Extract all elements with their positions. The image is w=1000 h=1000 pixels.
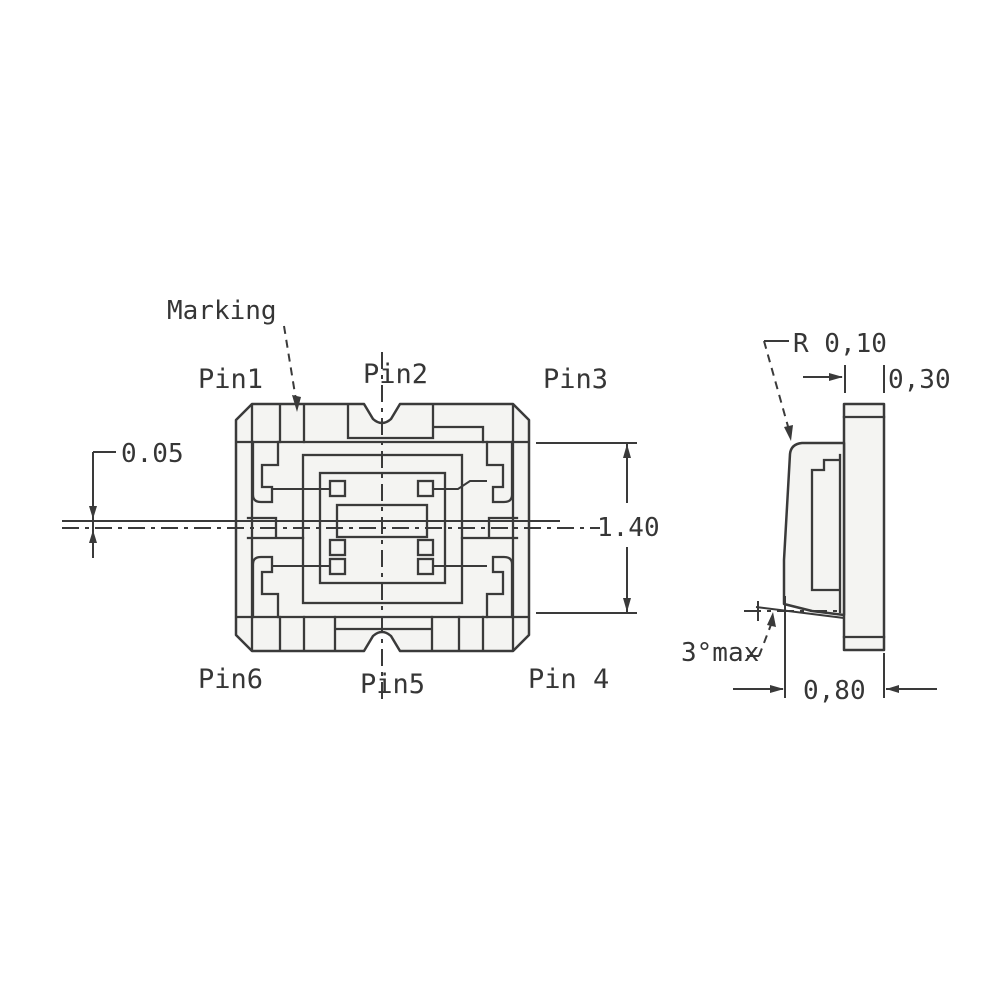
- dim-005-arrow-down: [89, 506, 97, 519]
- bottom-terminal-band: [278, 615, 485, 652]
- leadframe-finger-bottom-left: [251, 555, 280, 619]
- side-body-caps: [842, 415, 886, 639]
- leadframe-finger-bottom-right: [485, 555, 514, 619]
- marking-arrow: [292, 395, 301, 412]
- angle-text: 3°max: [681, 638, 759, 668]
- radius-arrow: [784, 425, 793, 441]
- bond-wires: [272, 480, 487, 567]
- side-view: 3°max R 0,10 0,30 0,80: [681, 329, 951, 706]
- dim-080-arrow-left: [886, 685, 899, 693]
- marking-callout: Marking: [167, 296, 301, 412]
- dim-005-arrow-up: [89, 530, 97, 543]
- pin4-label: Pin 4: [528, 664, 609, 695]
- pin1-label: Pin1: [198, 364, 263, 395]
- top-terminal-band: [278, 403, 485, 444]
- marking-leader-line: [283, 325, 297, 401]
- pin2-label: Pin2: [363, 359, 428, 390]
- radius-text: R 0,10: [793, 329, 887, 359]
- dimension-overall-thickness: 0,80: [733, 596, 937, 706]
- side-tab-right: [460, 516, 519, 540]
- lead-angle-callout: 3°max: [681, 612, 776, 668]
- bond-pad-mid-right: [416, 538, 435, 557]
- radius-leader-line: [763, 340, 790, 431]
- pin6-label: Pin6: [198, 664, 263, 695]
- marking-label: Marking: [167, 296, 277, 326]
- side-lead-details: [810, 453, 842, 614]
- dim-080-arrow-right: [770, 685, 784, 693]
- dimension-body-width: 1.40: [536, 442, 660, 614]
- dim-080-lines: [733, 596, 937, 698]
- leadframe-finger-top-left: [251, 440, 280, 504]
- side-lead-profile: [782, 441, 846, 617]
- corner-radius-callout: R 0,10: [763, 329, 887, 441]
- dim-030-arrow: [829, 373, 843, 381]
- angle-leader-line: [758, 621, 773, 657]
- pin3-label: Pin3: [543, 364, 608, 395]
- dimension-lead-coplanarity: 0.05: [89, 439, 184, 558]
- dim-080-text: 0,80: [803, 676, 866, 706]
- dim-140-lines: [536, 442, 637, 614]
- dimension-body-thickness: 0,30: [803, 365, 951, 395]
- dim-140-arrow-down: [623, 598, 631, 612]
- side-body: [842, 402, 886, 652]
- dim-005-text: 0.05: [121, 439, 184, 469]
- dim-030-lines: [803, 365, 885, 393]
- top-view: 0.05 1.40 Marking Pin1 Pin2 Pin3 Pin6 Pi…: [62, 296, 660, 700]
- pin5-label: Pin5: [360, 669, 425, 700]
- dim-030-text: 0,30: [888, 365, 951, 395]
- dim-140-text: 1.40: [597, 513, 660, 543]
- dim-140-arrow-up: [623, 444, 631, 458]
- bond-pad-mid-left: [328, 538, 347, 557]
- seating-plane-line: [755, 606, 845, 619]
- angle-arrow: [767, 612, 776, 627]
- leadframe-finger-top-right: [485, 440, 514, 504]
